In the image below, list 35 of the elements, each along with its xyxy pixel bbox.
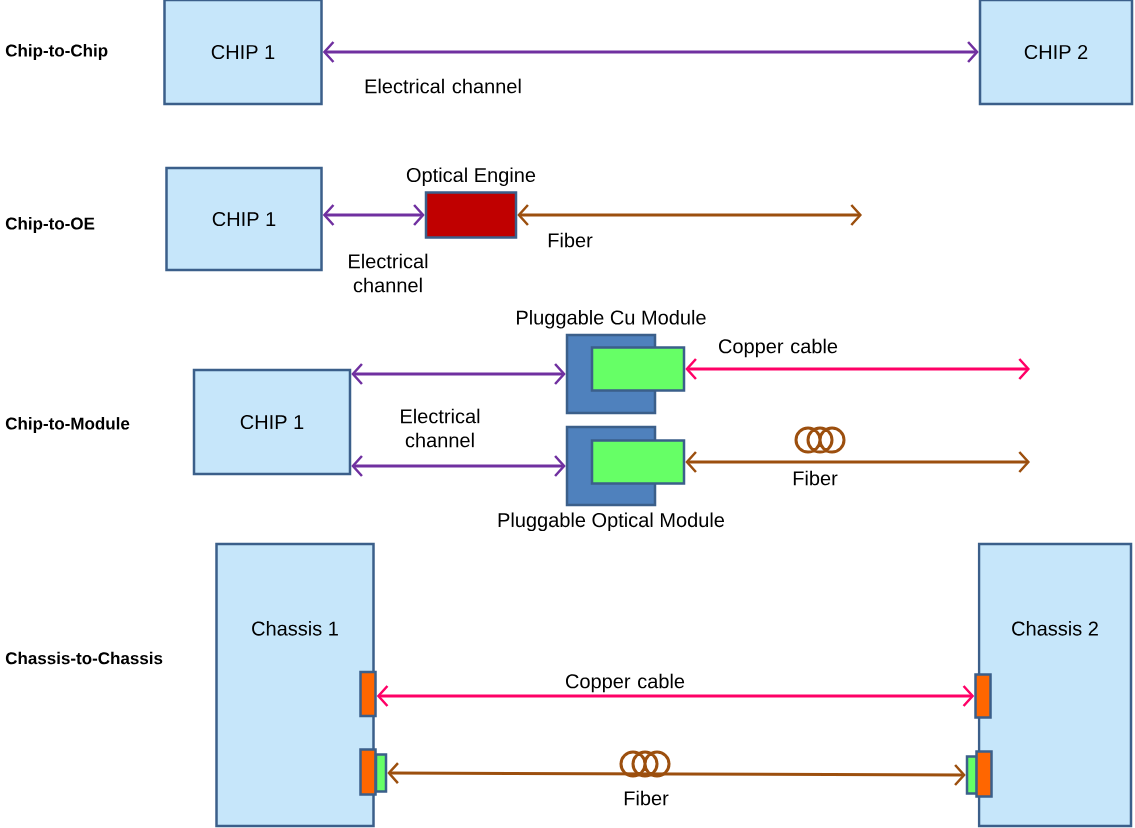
row-title: Chip-to-Chip: [5, 44, 108, 60]
row-title: Chip-to-OE: [5, 217, 95, 233]
edge-label: Fiber: [548, 232, 593, 248]
arrow: [351, 363, 566, 385]
node-label: Optical Engine: [406, 167, 536, 187]
module-box: [590, 439, 686, 485]
arrow: [376, 685, 975, 707]
edge-label: Electrical channel: [365, 78, 521, 94]
device-box: Chassis 2: [977, 542, 1133, 828]
arrow: [351, 455, 566, 477]
edge-label: Electrical channel: [349, 253, 428, 293]
arrow: [685, 358, 1030, 380]
edge-label: Fiber: [793, 470, 838, 486]
arrow: [322, 204, 425, 226]
device-box: CHIP 2: [978, 0, 1134, 106]
port-box: [974, 673, 992, 719]
device-box: CHIP 1: [192, 368, 352, 476]
device-box: CHIP 1: [163, 0, 323, 106]
arrow: [387, 762, 966, 786]
edge-label: Fiber: [624, 790, 669, 806]
port-box: [374, 753, 388, 793]
arrow: [685, 451, 1030, 473]
node-label: Pluggable Cu Module: [517, 309, 706, 329]
row-title: Chip-to-Module: [5, 417, 130, 433]
row-title: Chassis-to-Chassis: [5, 651, 163, 665]
edge-label: Copper cable: [566, 673, 685, 693]
arrow: [517, 204, 862, 226]
optical-engine-box: Optical Engine: [406, 167, 536, 239]
edge-label: Copper cable: [719, 338, 838, 358]
device-box: Chassis 1: [215, 542, 375, 828]
module-box: [590, 346, 686, 392]
device-box: CHIP 1: [165, 166, 323, 272]
channel-label: Electrical channel: [401, 408, 480, 448]
arrow: [322, 41, 979, 63]
node-label: Pluggable Optical Module: [498, 512, 725, 532]
